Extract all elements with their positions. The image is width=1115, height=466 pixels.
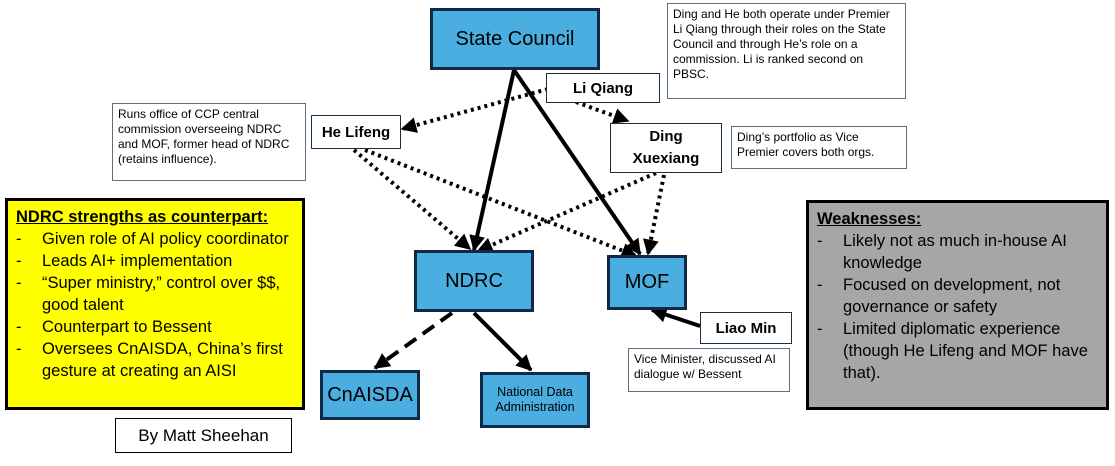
- strength-item: Given role of AI policy coordinator: [16, 228, 294, 250]
- note-ding: Ding’s portfolio as Vice Premier covers …: [731, 126, 907, 169]
- strength-item: “Super ministry,” control over $$, good …: [16, 272, 294, 316]
- edge-liqiang-helifeng: [400, 87, 549, 133]
- weakness-item: Limited diplomatic experience (though He…: [817, 318, 1098, 384]
- panel-weaknesses: Weaknesses: Likely not as much in-house …: [806, 200, 1109, 410]
- strengths-list: Given role of AI policy coordinator Lead…: [16, 228, 294, 382]
- node-state-council: State Council: [430, 8, 600, 70]
- edge-liaomin-mof: [650, 306, 701, 328]
- edge-ding-mof: [643, 174, 666, 256]
- person-liao-min: Liao Min: [700, 312, 792, 344]
- edge-ndrc-cnaisda: [373, 311, 454, 370]
- weakness-item: Likely not as much in-house AI knowledge: [817, 230, 1098, 274]
- weaknesses-list: Likely not as much in-house AI knowledge…: [817, 230, 1098, 384]
- note-li-qiang-premier: Ding and He both operate under Premier L…: [667, 3, 906, 99]
- edge-helifeng-ndrc: [352, 148, 472, 251]
- person-li-qiang: Li Qiang: [546, 73, 660, 103]
- person-ding-xuexiang: Ding Xuexiang: [610, 123, 722, 173]
- weakness-item: Focused on development, not governance o…: [817, 274, 1098, 318]
- note-liao-min: Vice Minister, discussed AI dialogue w/ …: [628, 348, 790, 392]
- edge-statecouncil-mof: [512, 68, 642, 256]
- node-cnaisda: CnAISDA: [320, 370, 420, 420]
- edge-ding-ndrc: [476, 171, 657, 253]
- weaknesses-title: Weaknesses:: [817, 210, 922, 228]
- edge-liqiang-ding: [575, 100, 630, 124]
- strengths-title: NDRC strengths as counterpart:: [16, 208, 269, 226]
- strength-item: Leads AI+ implementation: [16, 250, 294, 272]
- edge-statecouncil-ndrc: [469, 69, 516, 252]
- node-national-data-administration: National Data Administration: [480, 372, 590, 428]
- strength-item: Counterpart to Bessent: [16, 316, 294, 338]
- edge-ndrc-nda: [472, 311, 533, 372]
- note-he-lifeng: Runs office of CCP central commission ov…: [112, 103, 306, 181]
- node-ndrc: NDRC: [414, 250, 534, 312]
- strength-item: Oversees CnAISDA, China’s first gesture …: [16, 338, 294, 382]
- panel-ndrc-strengths: NDRC strengths as counterpart: Given rol…: [5, 198, 305, 410]
- node-mof: MOF: [607, 255, 687, 310]
- person-he-lifeng: He Lifeng: [311, 115, 401, 149]
- byline: By Matt Sheehan: [115, 418, 292, 453]
